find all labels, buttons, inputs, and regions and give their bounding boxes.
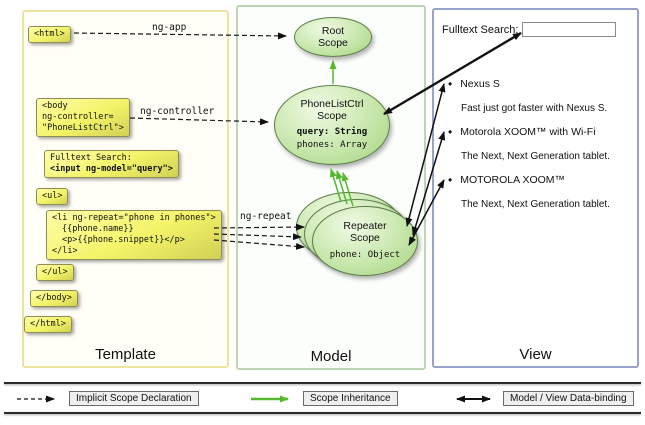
- ng-repeat-label: ng-repeat: [240, 211, 292, 222]
- repeater-scope-stack: Repeater Scope phone: Object: [296, 192, 420, 278]
- scope-title-line: Repeater: [343, 220, 387, 233]
- code-line: <p>{{phone.snippet}}</p>: [62, 235, 185, 246]
- phone-item-desc: The Next, Next Generation tablet.: [461, 198, 610, 210]
- scope-prop-query: query: String: [296, 127, 368, 138]
- phone-item-desc: Fast just got faster with Nexus S.: [461, 102, 608, 114]
- fulltext-search-input[interactable]: [522, 22, 617, 37]
- code-line: <body: [42, 101, 68, 111]
- repeater-scope-ellipse: Repeater Scope phone: Object: [312, 206, 418, 276]
- legend-label-inheritance: Scope Inheritance: [303, 391, 398, 406]
- template-panel-label: Template: [95, 346, 156, 363]
- legend-data-binding: Model / View Data-binding: [450, 391, 634, 406]
- phone-item-title: MOTOROLA XOOM™: [448, 168, 636, 192]
- code-line: {{phone.name}}: [62, 224, 134, 235]
- fulltext-search-row: Fulltext Search:: [442, 22, 617, 37]
- fulltext-search-label: Fulltext Search:: [442, 23, 519, 36]
- code-line: </body>: [36, 293, 72, 303]
- scope-prop-phone: phone: Object: [329, 249, 401, 260]
- double-arrow-icon: [456, 395, 491, 402]
- code-fulltext-search: Fulltext Search: <input ng-model="query"…: [44, 150, 179, 179]
- code-line: <ul>: [42, 191, 63, 201]
- code-li-repeat: <li ng-repeat="phone in phones"> {{phone…: [46, 210, 222, 261]
- root-scope-ellipse: Root Scope: [294, 17, 372, 57]
- code-line: ng-controller=: [42, 112, 114, 123]
- scope-title-line: Scope: [318, 37, 348, 49]
- scope-title-line: PhoneListCtrl: [300, 97, 364, 110]
- code-line: </html>: [30, 319, 66, 329]
- scope-title-line: Scope: [350, 232, 380, 245]
- ng-app-label: ng-app: [152, 22, 187, 33]
- code-body-close: </body>: [30, 290, 78, 308]
- code-ul-open: <ul>: [36, 188, 69, 206]
- divider-top: [4, 382, 641, 384]
- legend-label-implicit: Implicit Scope Declaration: [69, 391, 199, 406]
- code-line: Fulltext Search:: [50, 153, 132, 163]
- legend-implicit-scope: Implicit Scope Declaration: [16, 391, 199, 406]
- green-arrow-icon: [251, 395, 289, 402]
- dashed-arrow-icon: [17, 395, 55, 402]
- code-line: </li>: [52, 246, 78, 257]
- view-panel: Fulltext Search: Nexus S Fast just got f…: [432, 8, 639, 368]
- scope-prop-phones: phones: Array: [296, 140, 368, 151]
- divider-bottom: [4, 412, 641, 414]
- phone-item-title: Motorola XOOM™ with Wi-Fi: [448, 120, 636, 144]
- phone-item-title: Nexus S: [448, 72, 636, 96]
- code-html-close: </html>: [24, 316, 72, 334]
- code-body-open: <body ng-controller= "PhoneListCtrl">: [36, 98, 130, 138]
- code-line: <html>: [34, 29, 65, 39]
- phone-list: Nexus S Fast just got faster with Nexus …: [448, 72, 636, 216]
- legend-scope-inheritance: Scope Inheritance: [250, 391, 398, 406]
- code-line: "PhoneListCtrl">: [42, 123, 124, 134]
- scope-title-line: Scope: [317, 109, 347, 122]
- code-html-open: <html>: [28, 26, 71, 44]
- model-panel-label: Model: [310, 348, 352, 365]
- code-ul-close: </ul>: [36, 264, 74, 282]
- code-line: <input ng-model="query">: [50, 164, 173, 175]
- code-line: <li ng-repeat="phone in phones">: [52, 213, 216, 223]
- code-line: </ul>: [42, 267, 68, 277]
- view-panel-label: View: [519, 346, 552, 363]
- scope-title-line: Root: [321, 24, 345, 37]
- phone-item-desc: The Next, Next Generation tablet.: [461, 150, 610, 162]
- phonelistctrl-scope-ellipse: PhoneListCtrl Scope query: String phones…: [274, 85, 390, 165]
- model-panel: Root Scope PhoneListCtrl Scope query: St…: [236, 5, 426, 370]
- ng-controller-label: ng-controller: [140, 106, 215, 117]
- template-panel: <html> <body ng-controller= "PhoneListCt…: [22, 10, 229, 368]
- legend-label-binding: Model / View Data-binding: [503, 391, 634, 406]
